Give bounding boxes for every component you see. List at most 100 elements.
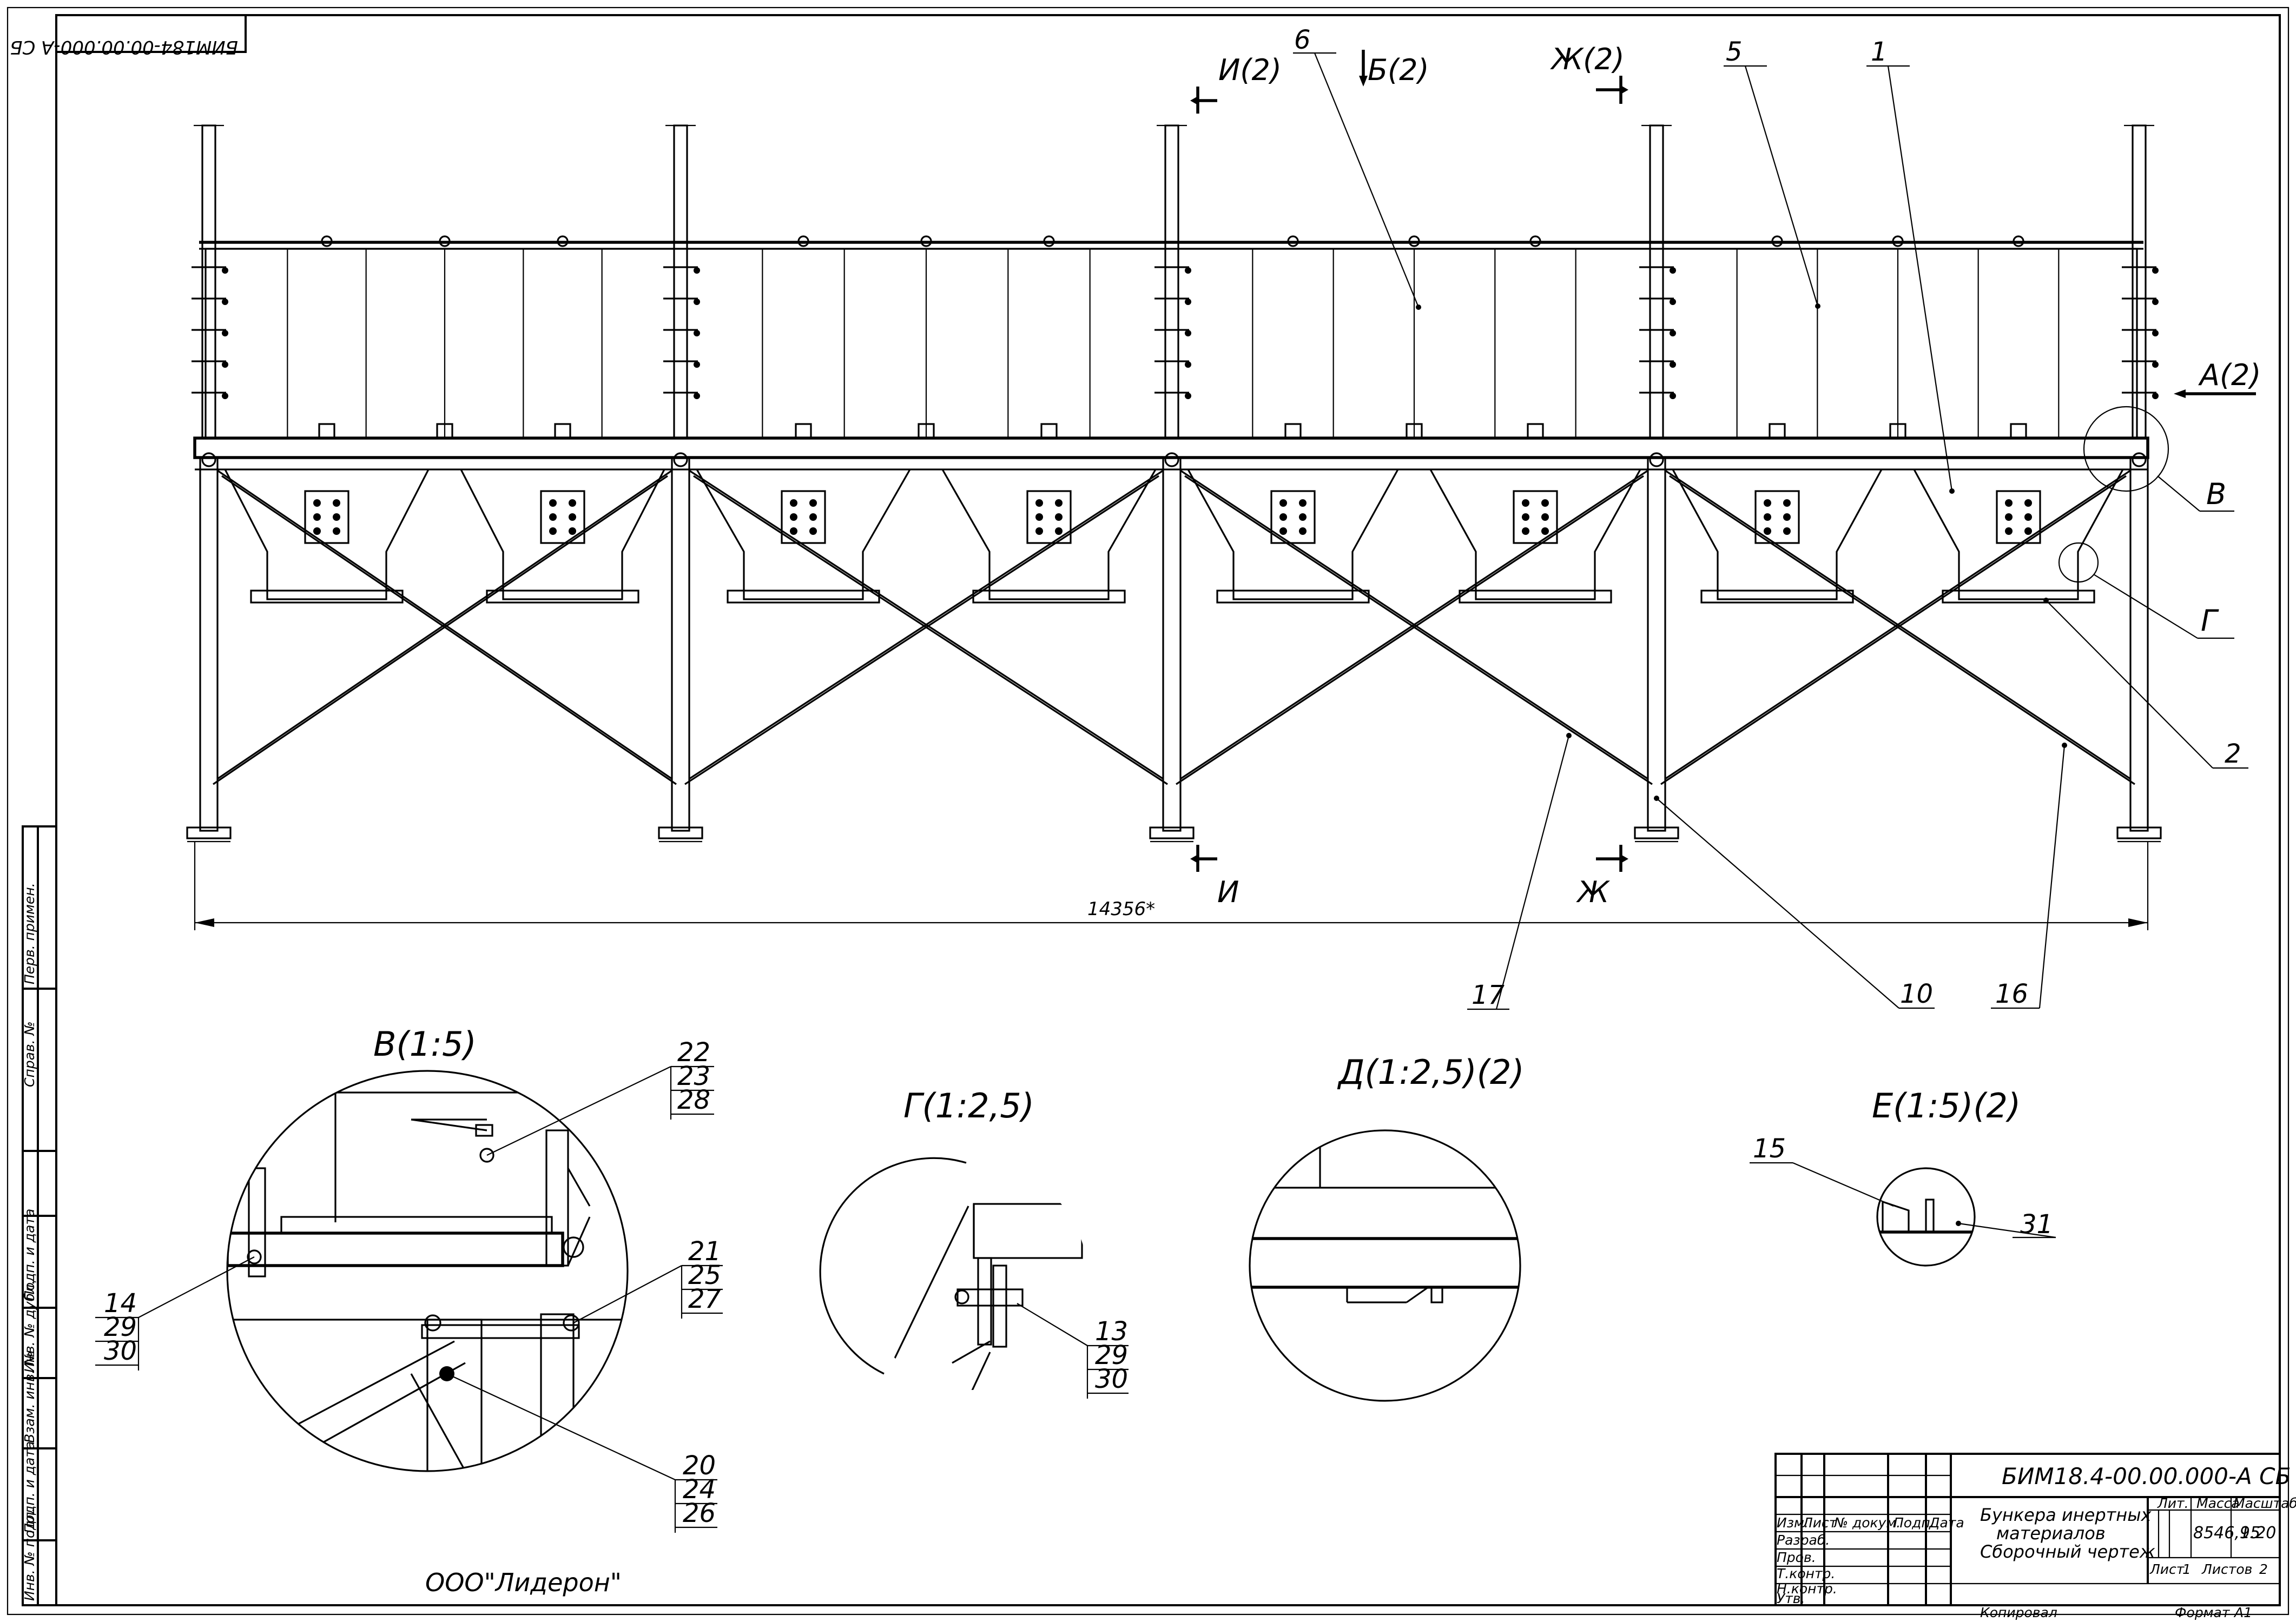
- rail-bracket: [1892, 235, 1904, 247]
- beam-clamp: [795, 423, 812, 439]
- title-block-name-2: материалов: [1996, 1523, 2106, 1544]
- hopper-funnel: [1429, 469, 1641, 604]
- detail-e: Е(1:5)(2) 15 31: [1750, 1086, 2056, 1267]
- beam-clamp: [1889, 423, 1906, 439]
- callout-5: 5: [1726, 37, 1743, 67]
- section-label-a2: А(2): [2198, 358, 2261, 392]
- tb-col-podp: Подп.: [1893, 1515, 1935, 1531]
- tb-format-value: А1: [2233, 1605, 2252, 1620]
- hopper-funnel: [1913, 469, 2124, 604]
- detail-g-2: 29: [1095, 1340, 1128, 1371]
- column-post: [2116, 124, 2162, 843]
- detail-v-b-2: 25: [688, 1260, 721, 1290]
- callout-17: 17: [1472, 980, 1505, 1010]
- hopper-funnel: [460, 469, 665, 604]
- tb-row-tkontr: Т.контр.: [1777, 1566, 1835, 1581]
- column-post: [1149, 124, 1195, 843]
- rail-bracket: [1408, 235, 1420, 247]
- detail-e-15: 15: [1753, 1134, 1786, 1164]
- tb-col-data: Дата: [1929, 1515, 1964, 1531]
- hopper-funnel: [1187, 469, 1399, 604]
- column-post: [186, 124, 232, 843]
- tb-listov-value: 2: [2259, 1561, 2268, 1577]
- detail-d-title: Д(1:2,5)(2): [1337, 1052, 1525, 1092]
- tb-kopiroval: Копировал: [1980, 1605, 2057, 1620]
- tb-row-nkontr: Н.контр.: [1777, 1581, 1837, 1597]
- stamp-podp-data-1: Подп. и дата: [22, 1209, 37, 1301]
- detail-v-a-3: 28: [677, 1085, 710, 1115]
- detail-v-title: В(1:5): [373, 1024, 477, 1064]
- main-callouts: 6 5 1 2 17 10 16: [1293, 25, 2248, 1010]
- bolt-plate: [1513, 490, 1558, 544]
- tb-row-razrab: Разраб.: [1777, 1532, 1830, 1548]
- bolt-plate: [540, 490, 585, 544]
- detail-g-title: Г(1:2,5): [903, 1086, 1034, 1126]
- tb-massa: Масса: [2196, 1495, 2240, 1511]
- detail-v-a-1: 22: [677, 1037, 710, 1068]
- rail-bracket: [1287, 235, 1299, 247]
- tb-col-ndokum: № докум.: [1833, 1515, 1901, 1531]
- tb-row-utv: Утв.: [1777, 1591, 1805, 1606]
- x-brace: [1176, 469, 1653, 785]
- sheet-frame: [6, 6, 2290, 1616]
- beam-clamp: [1284, 423, 1302, 439]
- rail-bracket: [439, 235, 451, 247]
- section-markers: И(2) Б(2) Ж(2) А(2) В Г И Ж: [1190, 42, 2261, 909]
- tb-col-list: Лист: [1802, 1515, 1838, 1531]
- bolt-plate: [781, 490, 826, 544]
- stamp-inv-podl: Инв. № подл.: [22, 1508, 37, 1601]
- side-stamp: Перв. примен. Справ. № Подп. и дата Инв.…: [22, 825, 57, 1606]
- detail-v-b-1: 21: [688, 1236, 721, 1267]
- callout-1: 1: [1871, 37, 1888, 67]
- bolt-plate: [304, 490, 349, 544]
- x-brace: [213, 469, 677, 785]
- hopper-funnel: [224, 469, 430, 604]
- detail-v: В(1:5): [95, 1024, 723, 1533]
- beam-clamp: [1040, 423, 1058, 439]
- detail-circle-v: [2083, 406, 2169, 492]
- section-label-g: Г: [2201, 604, 2219, 638]
- bolt-plate: [1026, 490, 1072, 544]
- beam-clamp: [318, 423, 335, 439]
- tb-masshtab: Масштаб: [2233, 1495, 2296, 1511]
- main-elevation-view: [186, 124, 2162, 843]
- overall-dimension: 14356*: [194, 842, 2149, 930]
- rail-bracket: [1771, 235, 1783, 247]
- rail-bracket: [1043, 235, 1055, 247]
- bolt-plate: [1270, 490, 1316, 544]
- beam-clamp: [1769, 423, 1786, 439]
- detail-d: Д(1:2,5)(2): [1249, 1052, 1525, 1402]
- rail-bracket: [1529, 235, 1541, 247]
- callout-2: 2: [2225, 739, 2241, 769]
- detail-e-31: 31: [2020, 1209, 2053, 1240]
- tb-list-label: Лист: [2149, 1561, 2185, 1577]
- stamp-vzam-inv: Взам. инв. №: [22, 1351, 37, 1443]
- tb-format-label: Формат: [2175, 1605, 2231, 1620]
- section-label-zh2: Ж(2): [1550, 42, 1625, 76]
- column-post: [658, 124, 703, 843]
- column-post: [1634, 124, 1679, 843]
- detail-v-a-2: 23: [677, 1061, 710, 1091]
- section-label-b2: Б(2): [1368, 53, 1429, 87]
- beam-clamp: [554, 423, 571, 439]
- tb-row-prov: Пров.: [1777, 1550, 1816, 1565]
- detail-v-d-1: 20: [683, 1451, 716, 1481]
- detail-v-d-3: 26: [683, 1498, 716, 1528]
- rotated-code-box: БИМ184-00.00.000-А СБ: [10, 14, 247, 58]
- tb-lit: Лит.: [2157, 1495, 2189, 1511]
- rotated-document-code: БИМ184-00.00.000-А СБ: [10, 36, 238, 58]
- beam-clamp: [1406, 423, 1423, 439]
- bolt-plate: [1754, 490, 1800, 544]
- section-label-i: И: [1217, 875, 1239, 909]
- rail-bracket: [797, 235, 809, 247]
- detail-v-b-3: 27: [688, 1284, 722, 1314]
- title-block-code: БИМ18.4-00.00.000-А СБ: [2002, 1463, 2291, 1489]
- section-label-i2: И(2): [1218, 53, 1282, 87]
- section-label-v: В: [2206, 477, 2226, 511]
- detail-g-3: 30: [1095, 1364, 1128, 1394]
- tb-mass-value: 8546,95: [2193, 1524, 2260, 1542]
- detail-v-c-2: 29: [104, 1312, 137, 1342]
- detail-e-title: Е(1:5)(2): [1872, 1086, 2021, 1126]
- beam-clamp: [918, 423, 935, 439]
- beam-clamp: [1527, 423, 1544, 439]
